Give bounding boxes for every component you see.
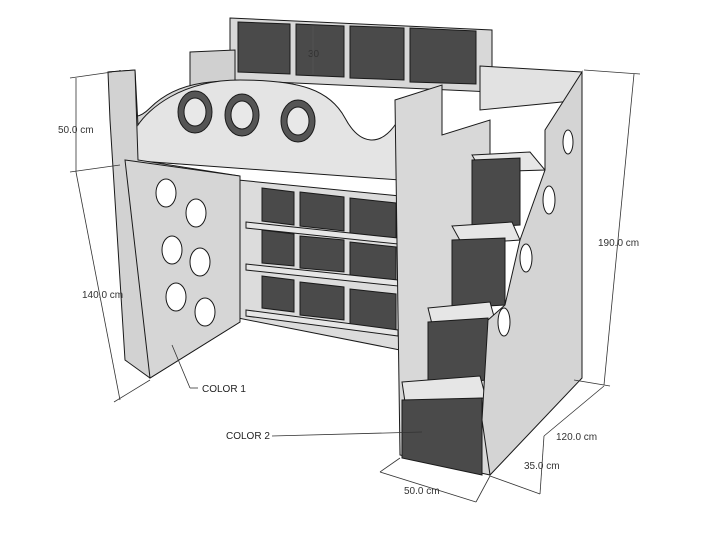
callout-color2: COLOR 2: [226, 431, 270, 442]
stair-side-panel: [481, 70, 583, 477]
porthole-2: [224, 93, 260, 137]
porthole-3: [280, 99, 316, 143]
climbing-holes: [155, 178, 216, 327]
dim-label-step-depth: 35.0 cm: [524, 461, 560, 472]
dimension-lines: [69, 69, 641, 503]
dim-label-stair-width: 50.0 cm: [404, 486, 440, 497]
dim-label-top-height: 50.0 cm: [58, 125, 94, 136]
under-bed-shelves: [237, 179, 401, 351]
staircase-steps: [401, 151, 547, 476]
shelf-height-label: 30: [308, 49, 320, 60]
dim-label-lower-height: 140.0 cm: [82, 290, 123, 301]
callout-color1: COLOR 1: [202, 384, 246, 395]
dim-label-depth: 120.0 cm: [556, 432, 597, 443]
dim-label-total-height: 190.0 cm: [598, 238, 639, 249]
dim-line-stair-width: [379, 471, 477, 503]
porthole-1: [177, 90, 213, 134]
dim-line-total-height: [603, 73, 635, 386]
top-shelf-unit: [229, 17, 493, 93]
dim-line-step-depth: [489, 475, 541, 495]
stair-side-holes: [497, 129, 574, 337]
callout-color1-leader: [171, 344, 198, 389]
callout-color2-leader: [271, 431, 423, 437]
dim-line-lower-height: [75, 171, 121, 401]
dim-line-depth: [543, 385, 605, 437]
